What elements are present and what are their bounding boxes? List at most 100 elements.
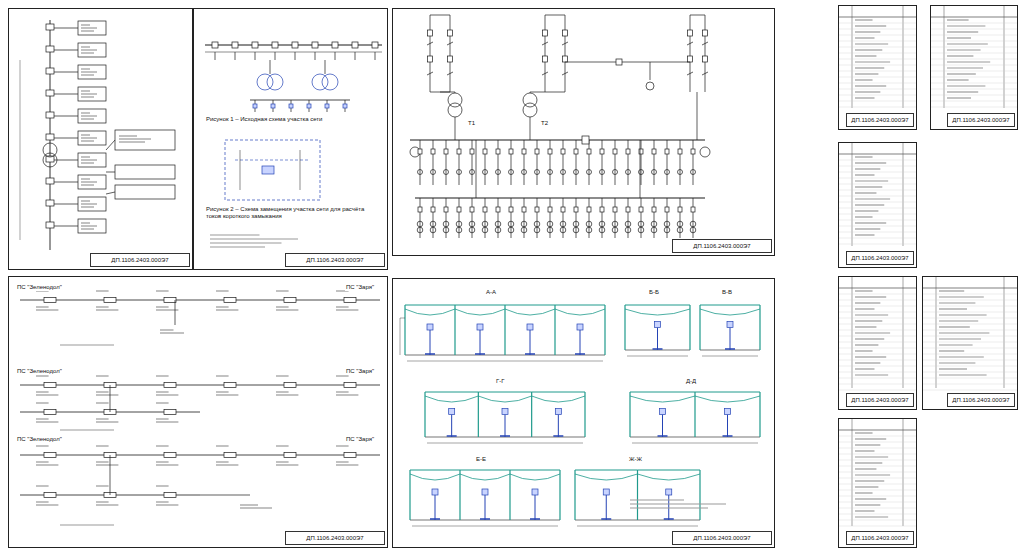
wire-line (855, 192, 876, 193)
wire-line (36, 504, 58, 505)
wire-line (36, 306, 49, 307)
wire-line (690, 15, 691, 92)
wire-line (640, 140, 641, 198)
wire-line (855, 296, 886, 297)
wire-line (628, 198, 629, 238)
winding-circle (482, 227, 488, 233)
wire-line (210, 234, 260, 235)
wire-line (838, 472, 917, 473)
winding-circle (560, 221, 566, 227)
wire-line (930, 83, 1018, 84)
wire-line (939, 344, 973, 345)
wire-line (315, 52, 316, 60)
drawing-sheet: ДП.1106.2403.000Э7 (838, 142, 917, 268)
wire-line (119, 141, 145, 142)
winding-circle (443, 221, 449, 227)
wire-line (939, 320, 978, 321)
wire-line (81, 225, 97, 226)
wire-line (604, 305, 605, 355)
wire-line (855, 350, 873, 351)
wire-line (653, 348, 663, 350)
drawing-code: ДП.1106.2403.000Э7 (848, 117, 911, 123)
equipment-rect (483, 207, 487, 212)
equipment-rect (115, 165, 175, 179)
wire-line (36, 461, 49, 462)
wire-line (855, 356, 886, 357)
equipment-rect (587, 207, 591, 212)
wire-line (96, 309, 118, 310)
wire-line (838, 71, 917, 72)
curve-path (505, 309, 555, 315)
wire-line (433, 198, 434, 238)
equipment-rect (688, 30, 693, 36)
wire-line (575, 470, 638, 471)
equipment-rect (574, 149, 578, 154)
title-block: ДП.1106.2403.000Э7 (672, 239, 772, 253)
wire-line (939, 296, 984, 297)
wire-line (530, 518, 540, 520)
winding-circle (548, 170, 553, 175)
wire-line (524, 198, 525, 238)
wire-line (838, 514, 917, 515)
winding-circle (469, 221, 475, 227)
title-block: ДП.1106.2403.000Э7 (947, 393, 1015, 407)
wire-line (240, 150, 241, 190)
wire-line (530, 92, 545, 93)
substation-name: ПС "Заря" (345, 284, 375, 291)
wire-line (81, 203, 97, 204)
wire-line (615, 140, 616, 185)
wire-line (81, 112, 90, 113)
wire-line (106, 140, 115, 150)
wire-line (922, 294, 1018, 295)
wire-line (838, 95, 917, 96)
title-block: ДП.1106.2403.000Э7 (90, 253, 190, 267)
wire-line (511, 140, 512, 185)
wire-line (855, 25, 886, 26)
wire-line (119, 138, 151, 139)
equipment-rect (431, 149, 435, 154)
wire-line (855, 326, 876, 327)
winding-circle (43, 153, 57, 167)
wire-line (216, 394, 238, 395)
wire-line (400, 318, 401, 355)
wire-line (855, 67, 884, 68)
equipment-rect (46, 178, 54, 184)
winding-circle (508, 221, 514, 227)
wire-line (295, 52, 296, 60)
winding-circle (430, 221, 436, 227)
wire-line (855, 61, 890, 62)
equipment-rect (224, 298, 236, 303)
equipment-rect (703, 56, 708, 62)
wire-line (838, 208, 917, 209)
curve-path (405, 309, 455, 315)
winding-circle (613, 170, 618, 175)
winding-circle (457, 170, 462, 175)
wire-line (838, 41, 917, 42)
wire-line (156, 394, 178, 395)
equipment-rect (78, 43, 106, 57)
wire-line (922, 360, 1018, 361)
curve-path (532, 396, 585, 402)
wire-line (96, 501, 109, 502)
wire-line (459, 470, 460, 520)
curve-path (638, 474, 701, 480)
equipment-rect (444, 149, 448, 154)
wire-line (939, 308, 967, 309)
wire-line (216, 290, 229, 291)
wire-line (838, 354, 917, 355)
wire-line (838, 214, 917, 215)
winding-circle (638, 221, 644, 227)
title-block: ДП.1106.2403.000Э7 (947, 113, 1015, 127)
wire-line (855, 73, 878, 74)
wire-line (838, 366, 917, 367)
wire-line (944, 5, 945, 108)
wire-line (20, 455, 380, 456)
drawing-code: ДП.1106.2403.000Э7 (848, 535, 911, 541)
wire-line (336, 461, 349, 462)
title-block: ДП.1106.2403.000Э7 (846, 113, 914, 127)
wire-line (430, 518, 440, 520)
wire-line (930, 59, 1018, 60)
wire-line (81, 93, 97, 94)
wire-line (838, 460, 917, 461)
wire-line (485, 140, 486, 185)
